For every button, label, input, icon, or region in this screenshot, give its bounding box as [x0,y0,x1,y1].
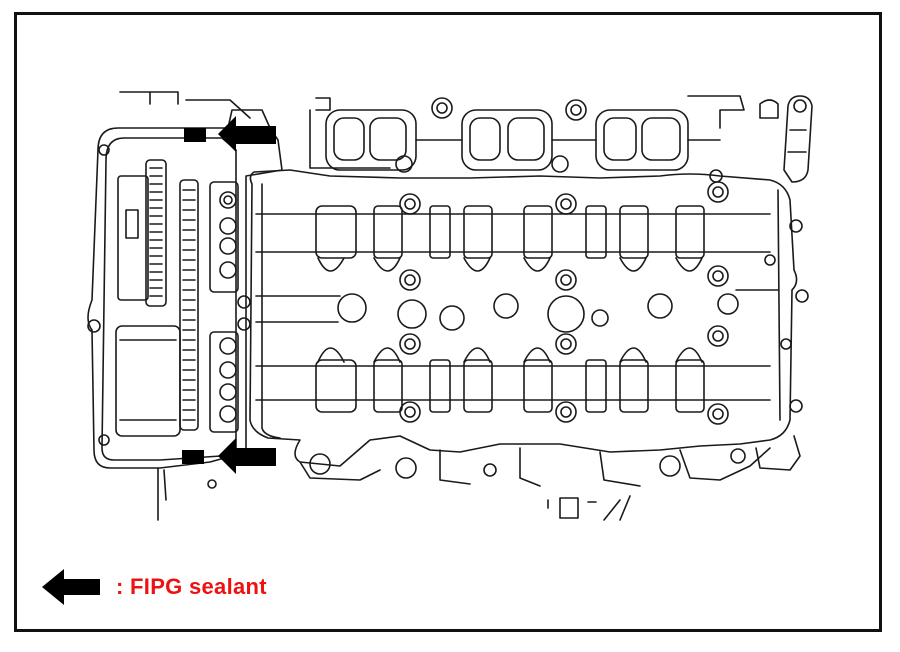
left-arrow-icon [42,569,100,605]
legend-label: : FIPG sealant [116,574,267,599]
camshaft-bearing-bolts [395,155,729,425]
timing-chain [115,159,251,437]
pcv-pipe [783,95,813,183]
intake-ports [309,95,779,171]
sealant-locations [182,128,206,464]
spark-plug-holes [255,289,779,333]
legend: : FIPG sealant [40,567,267,607]
intake-camshaft [255,205,771,272]
exhaust-camshaft [255,347,771,413]
sealant-arrow-bottom [218,438,276,474]
cylinder-head [249,169,809,521]
sealant-arrow-top [218,116,276,152]
